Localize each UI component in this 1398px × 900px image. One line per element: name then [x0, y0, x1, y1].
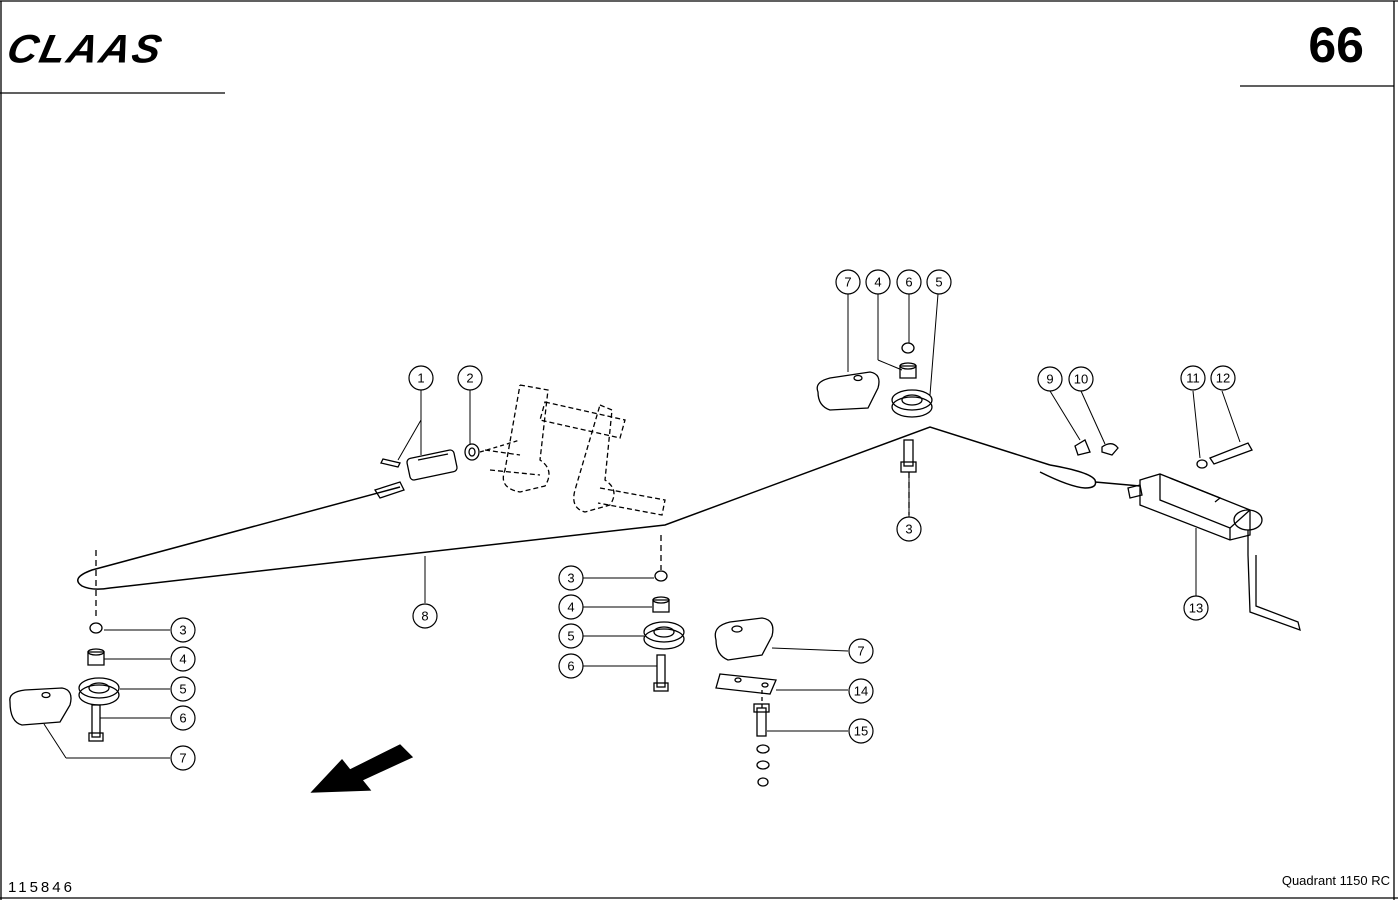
- top-pulley-stack: [816, 342, 933, 515]
- clevis-assembly: [374, 439, 521, 499]
- callout-3-top: 3: [905, 522, 912, 537]
- callout-12: 12: [1216, 371, 1230, 386]
- page-number: 66: [1308, 17, 1364, 73]
- lower-bracket-assembly: [714, 617, 777, 787]
- callout-4-top: 4: [874, 275, 881, 290]
- callout-8: 8: [421, 609, 428, 624]
- switch-housing: [1127, 442, 1301, 632]
- callout-11: 11: [1186, 371, 1200, 386]
- callout-4-mid: 4: [567, 600, 574, 615]
- callout-5-left: 5: [179, 682, 186, 697]
- callout-15: 15: [854, 724, 868, 739]
- left-pulley-stack: [9, 550, 120, 742]
- callout-14: 14: [854, 684, 868, 699]
- travel-direction-arrow: [310, 744, 414, 793]
- model-name: Quadrant 1150 RC: [1281, 873, 1390, 888]
- callout-4-left: 4: [179, 652, 186, 667]
- callout-3-mid: 3: [567, 571, 574, 586]
- mounting-arm-phantom: [484, 384, 666, 516]
- callout-10: 10: [1074, 372, 1088, 387]
- document-number: 115846: [8, 879, 75, 896]
- callout-6-left: 6: [179, 711, 186, 726]
- leader-lines: [43, 293, 1241, 759]
- cable-clips: [1074, 439, 1119, 456]
- callout-1: 1: [417, 371, 424, 386]
- callout-7-bottom: 7: [857, 644, 864, 659]
- callout-bubbles: [170, 269, 1236, 771]
- callout-6-mid: 6: [567, 659, 574, 674]
- callout-7-top: 7: [844, 275, 851, 290]
- callout-numbers: 1 2 7 4 6 5 9 10 11 12 3 8 13 3 4 5 6 7 …: [179, 275, 1230, 766]
- callout-7-left: 7: [179, 751, 186, 766]
- callout-6-top: 6: [905, 275, 912, 290]
- cable-run: [77, 426, 1141, 590]
- callout-5-top: 5: [935, 275, 942, 290]
- callout-2: 2: [466, 371, 473, 386]
- callout-9: 9: [1046, 372, 1053, 387]
- callout-5-mid: 5: [567, 629, 574, 644]
- callout-3-left: 3: [179, 623, 186, 638]
- middle-pulley-stack: [643, 535, 685, 692]
- callout-13: 13: [1189, 601, 1203, 616]
